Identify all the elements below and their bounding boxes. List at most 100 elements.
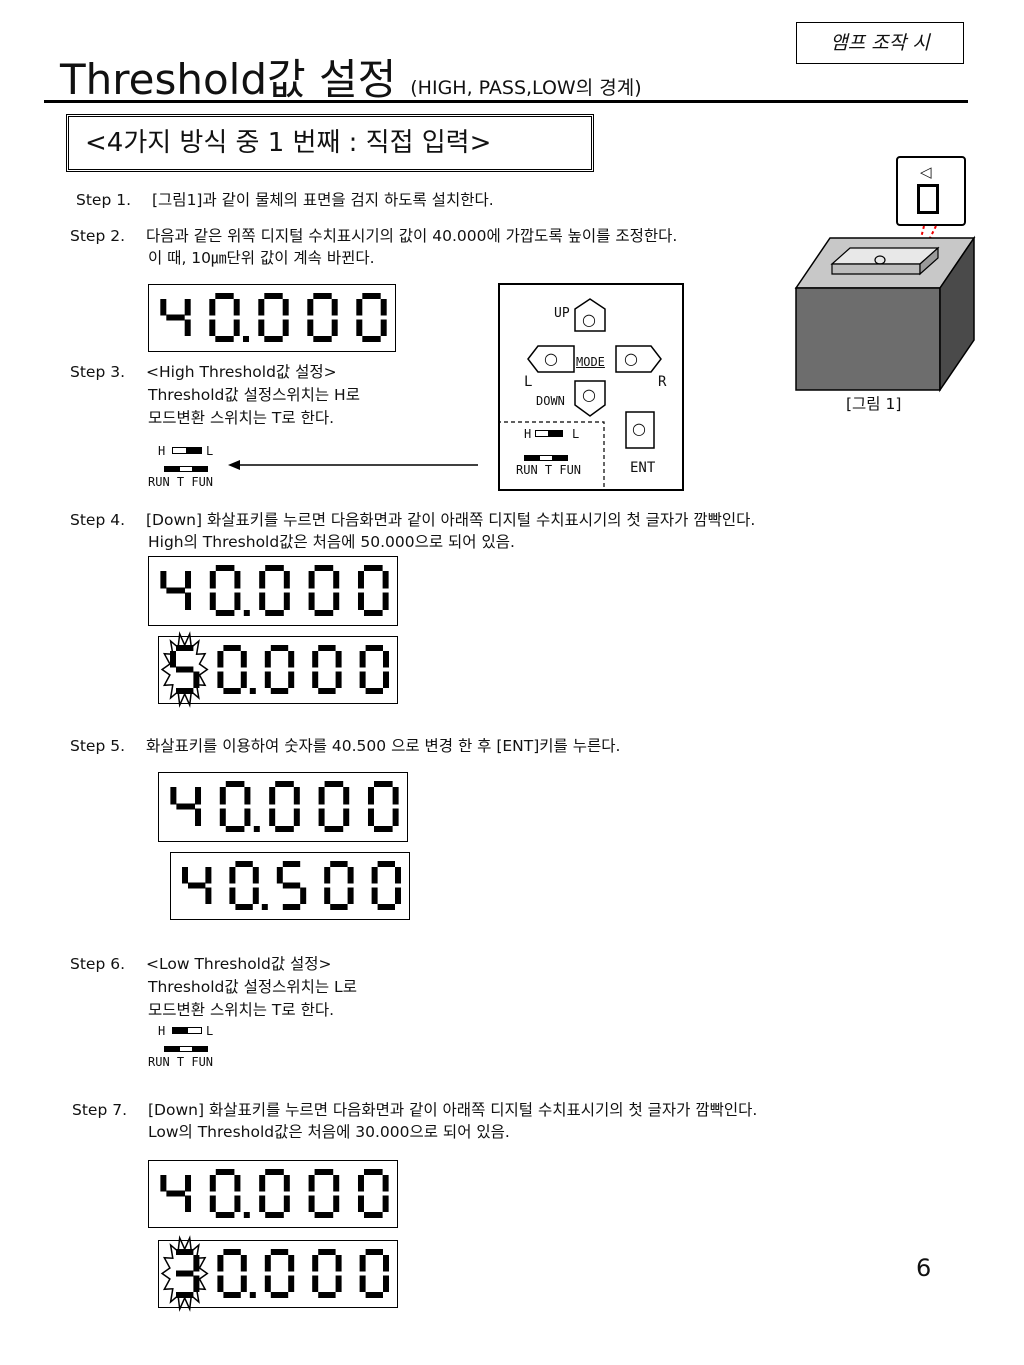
page-title-main: Threshold값 설정 <box>60 55 397 104</box>
step-2: Step 2.다음과 같은 위쪽 디지털 수치표시기의 값이 40.000에 가… <box>70 226 677 247</box>
digit-segment <box>347 867 354 884</box>
digit-segment <box>371 867 378 884</box>
digit-segment <box>160 1175 167 1192</box>
digit-segment <box>244 787 251 805</box>
decimal-point <box>243 610 250 616</box>
digit-segment <box>176 666 194 673</box>
digit-segment <box>382 671 389 688</box>
page-title: Threshold값 설정(HIGH, PASS,LOW의 경계) <box>60 46 642 107</box>
digit-segment <box>330 861 348 867</box>
title-divider <box>44 100 968 103</box>
step-2-line-2: 이 때, 10㎛단위 값이 계속 바뀐다. <box>148 249 375 267</box>
digit-segment <box>347 887 354 904</box>
digit-segment <box>276 867 283 884</box>
digit-segment <box>205 867 212 884</box>
digit-segment <box>193 1275 200 1292</box>
digit-segment <box>219 787 226 805</box>
section-heading: <4가지 방식 중 1 번째 : 직접 입력> <box>66 114 594 172</box>
digit-segment <box>215 1212 235 1218</box>
digit-segment <box>308 1175 315 1192</box>
digit-segment <box>185 592 192 610</box>
decimal-point <box>249 1292 256 1298</box>
step-text: <High Threshold값 설정> <box>146 363 337 381</box>
sensor-window <box>917 184 939 214</box>
mode-switch <box>164 466 208 472</box>
digit-segment <box>264 1255 271 1272</box>
left-label: L <box>524 374 533 390</box>
blink-burst-icon <box>160 631 209 708</box>
digit-segment <box>382 1255 389 1272</box>
digit-segment <box>176 803 196 810</box>
digit-segment <box>362 336 381 342</box>
blink-burst-icon <box>160 1235 209 1312</box>
digit-segment <box>314 1212 334 1218</box>
step-6-line-3: 모드변환 스위치는 T로 한다. <box>148 1001 335 1019</box>
digit-segment <box>215 565 235 571</box>
switch-indicator-high: H L RUN T FUN <box>148 444 228 489</box>
step-6: Step 6.<Low Threshold값 설정> <box>70 954 332 975</box>
digit-segment <box>382 592 389 610</box>
digit-segment <box>282 861 301 867</box>
step-label: Step 1. <box>76 191 132 209</box>
digit-segment <box>184 319 191 336</box>
digit-segment <box>335 671 342 688</box>
digit-segment <box>219 808 226 826</box>
digit-segment <box>259 592 266 610</box>
down-key[interactable]: ○ <box>582 385 596 404</box>
switch-h-label: H <box>524 427 532 441</box>
digit-segment <box>233 299 240 316</box>
left-key[interactable]: ○ <box>544 349 558 368</box>
digit-segment <box>240 1255 247 1272</box>
digit-segment <box>283 592 290 610</box>
step-3: Step 3.<High Threshold값 설정> <box>70 362 337 383</box>
digit-segment <box>357 592 364 610</box>
right-key[interactable]: ○ <box>624 349 638 368</box>
digit-segment <box>359 651 366 668</box>
digit-segment <box>240 651 247 668</box>
threshold-switch-h <box>549 430 563 437</box>
digit-segment <box>225 781 245 787</box>
digit-segment <box>312 1255 319 1272</box>
threshold-switch-off <box>172 447 187 454</box>
digit-segment <box>288 651 295 668</box>
ent-label: ENT <box>630 460 656 476</box>
up-key[interactable]: ○ <box>582 310 596 329</box>
digit-segment <box>282 904 301 910</box>
digit-segment <box>380 299 387 316</box>
arrow-left-icon <box>228 460 478 470</box>
digit-segment <box>184 299 191 316</box>
step-text: [그림1]과 같이 물체의 표면을 검지 하도록 설치한다. <box>152 191 494 209</box>
digit-segment <box>270 688 289 694</box>
digit-segment <box>288 671 295 688</box>
ent-key[interactable]: ○ <box>632 419 646 438</box>
digit-segment <box>363 610 383 616</box>
decimal-point <box>253 826 260 832</box>
digit-segment <box>240 1275 247 1292</box>
digit-segment <box>234 592 241 610</box>
digit-segment <box>234 571 241 589</box>
digit-segment <box>300 887 307 904</box>
digit-segment <box>264 1275 271 1292</box>
digit-segment <box>176 688 194 694</box>
digit-segment <box>185 1175 192 1192</box>
digit-segment <box>331 299 338 316</box>
digit-segment <box>215 610 235 616</box>
digit-segment <box>362 293 381 299</box>
digit-segment <box>240 671 247 688</box>
digit-segment <box>209 592 216 610</box>
digit-segment <box>252 887 259 904</box>
digit-segment <box>176 645 194 651</box>
figure-caption: [그림 1] <box>846 395 902 413</box>
seven-segment-readout <box>160 565 389 616</box>
digit-segment <box>282 299 289 316</box>
digit-segment <box>265 610 284 616</box>
digit-segment <box>209 1175 216 1192</box>
digit-segment <box>176 1270 194 1277</box>
digit-segment <box>283 1175 290 1192</box>
mode-switch-labels: RUN T FUN <box>516 463 582 477</box>
digit-segment <box>331 319 338 336</box>
digit-segment <box>264 671 271 688</box>
digit-segment <box>394 887 401 904</box>
switch-h-label: H <box>158 444 166 458</box>
digit-segment <box>265 1212 284 1218</box>
